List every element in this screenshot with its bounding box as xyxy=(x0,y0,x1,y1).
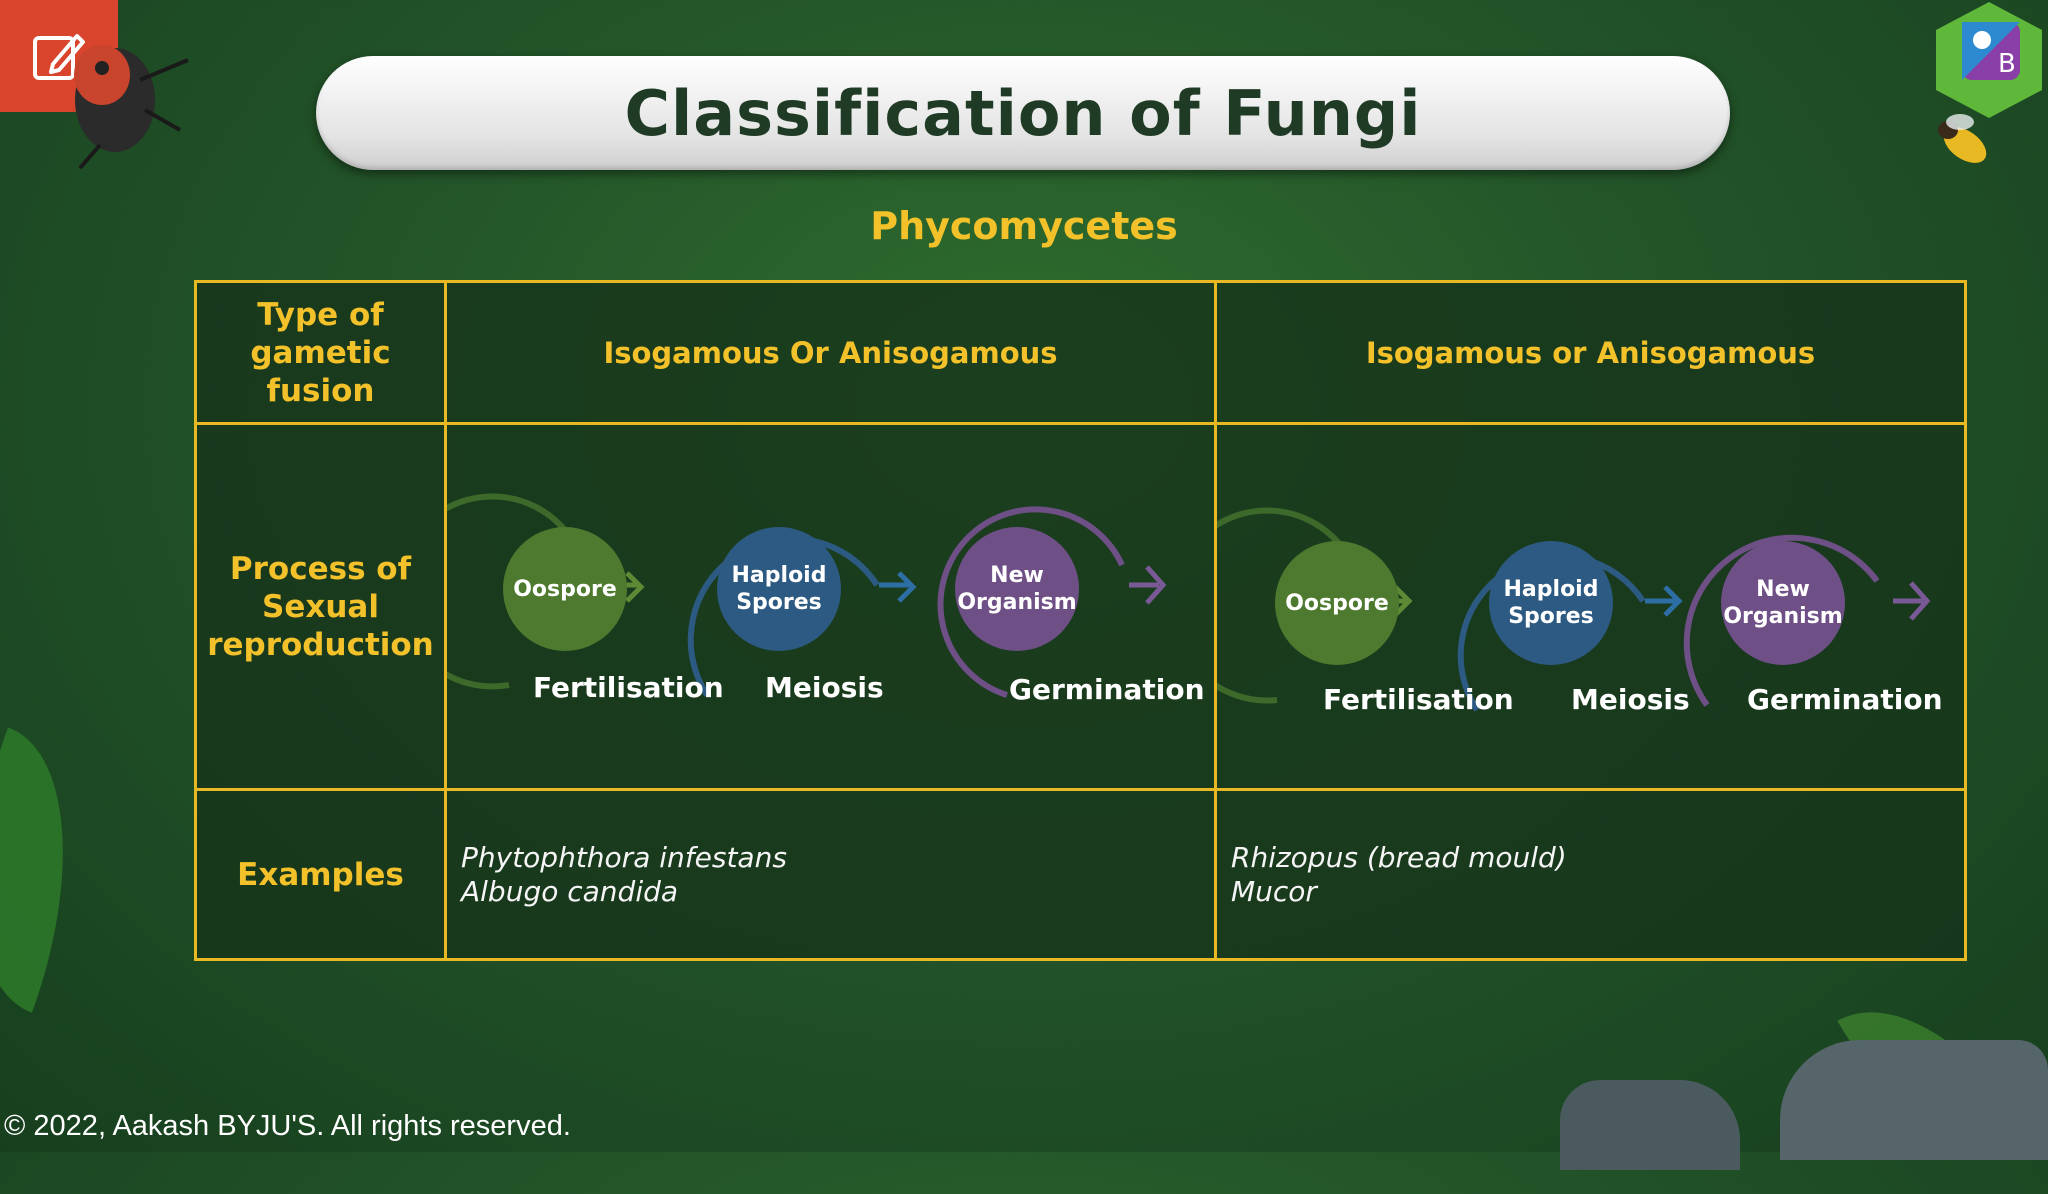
new-organism-node: New Organism xyxy=(1721,541,1845,665)
fertilisation-label: Fertilisation xyxy=(533,671,724,704)
table-row: Examples Phytophthora infestans Albugo c… xyxy=(194,788,1967,961)
background-rock xyxy=(1780,1040,2048,1160)
example-species: Rhizopus (bread mould) xyxy=(1231,840,1567,874)
section-subtitle: Phycomycetes xyxy=(870,204,1178,248)
example-species: Albugo candida xyxy=(461,874,679,908)
row-header-sexual-reproduction: Process of Sexual reproduction xyxy=(194,422,447,791)
life-cycle-diagram: Oospore Haploid Spores New Organism Fert… xyxy=(1217,425,1964,788)
edit-pencil-icon xyxy=(33,34,85,80)
classification-table: Type of gametic fusion Isogamous Or Anis… xyxy=(194,280,1967,961)
germination-label: Germination xyxy=(1009,673,1205,706)
copyright-notice: © 2022, Aakash BYJU'S. All rights reserv… xyxy=(4,1110,571,1142)
page-title: Classification of Fungi xyxy=(624,76,1422,150)
new-organism-node: New Organism xyxy=(955,527,1079,651)
bee-decoration xyxy=(1938,114,1987,163)
meiosis-label: Meiosis xyxy=(765,671,884,704)
examples-cell: Phytophthora infestans Albugo candida xyxy=(444,788,1217,961)
haploid-spores-node: Haploid Spores xyxy=(1489,541,1613,665)
beetle-decoration xyxy=(74,45,189,170)
meiosis-label: Meiosis xyxy=(1571,683,1690,716)
life-cycle-cell: Oospore Haploid Spores New Organism Fert… xyxy=(444,422,1217,791)
example-species: Phytophthora infestans xyxy=(461,840,787,874)
life-cycle-cell: Oospore Haploid Spores New Organism Fert… xyxy=(1214,422,1967,791)
title-banner: Classification of Fungi xyxy=(316,56,1730,170)
haploid-spores-node: Haploid Spores xyxy=(717,527,841,651)
life-cycle-diagram: Oospore Haploid Spores New Organism Fert… xyxy=(447,425,1214,788)
table-cell: Isogamous or Anisogamous xyxy=(1214,280,1967,425)
fertilisation-label: Fertilisation xyxy=(1323,683,1514,716)
row-header-examples: Examples xyxy=(194,788,447,961)
table-row: Type of gametic fusion Isogamous Or Anis… xyxy=(194,280,1967,425)
background-leaf xyxy=(0,727,121,1013)
oospore-node: Oospore xyxy=(503,527,627,651)
background-rock xyxy=(1560,1080,1740,1170)
table-cell: Isogamous Or Anisogamous xyxy=(444,280,1217,425)
svg-text:B: B xyxy=(1998,49,2016,79)
byjus-logo-icon[interactable]: B xyxy=(1930,0,2048,120)
germination-label: Germination xyxy=(1747,683,1943,716)
oospore-node: Oospore xyxy=(1275,541,1399,665)
table-row: Process of Sexual reproduction Oospore H… xyxy=(194,422,1967,791)
examples-cell: Rhizopus (bread mould) Mucor xyxy=(1214,788,1967,961)
example-species: Mucor xyxy=(1231,874,1317,908)
row-header-gametic-fusion: Type of gametic fusion xyxy=(194,280,447,425)
